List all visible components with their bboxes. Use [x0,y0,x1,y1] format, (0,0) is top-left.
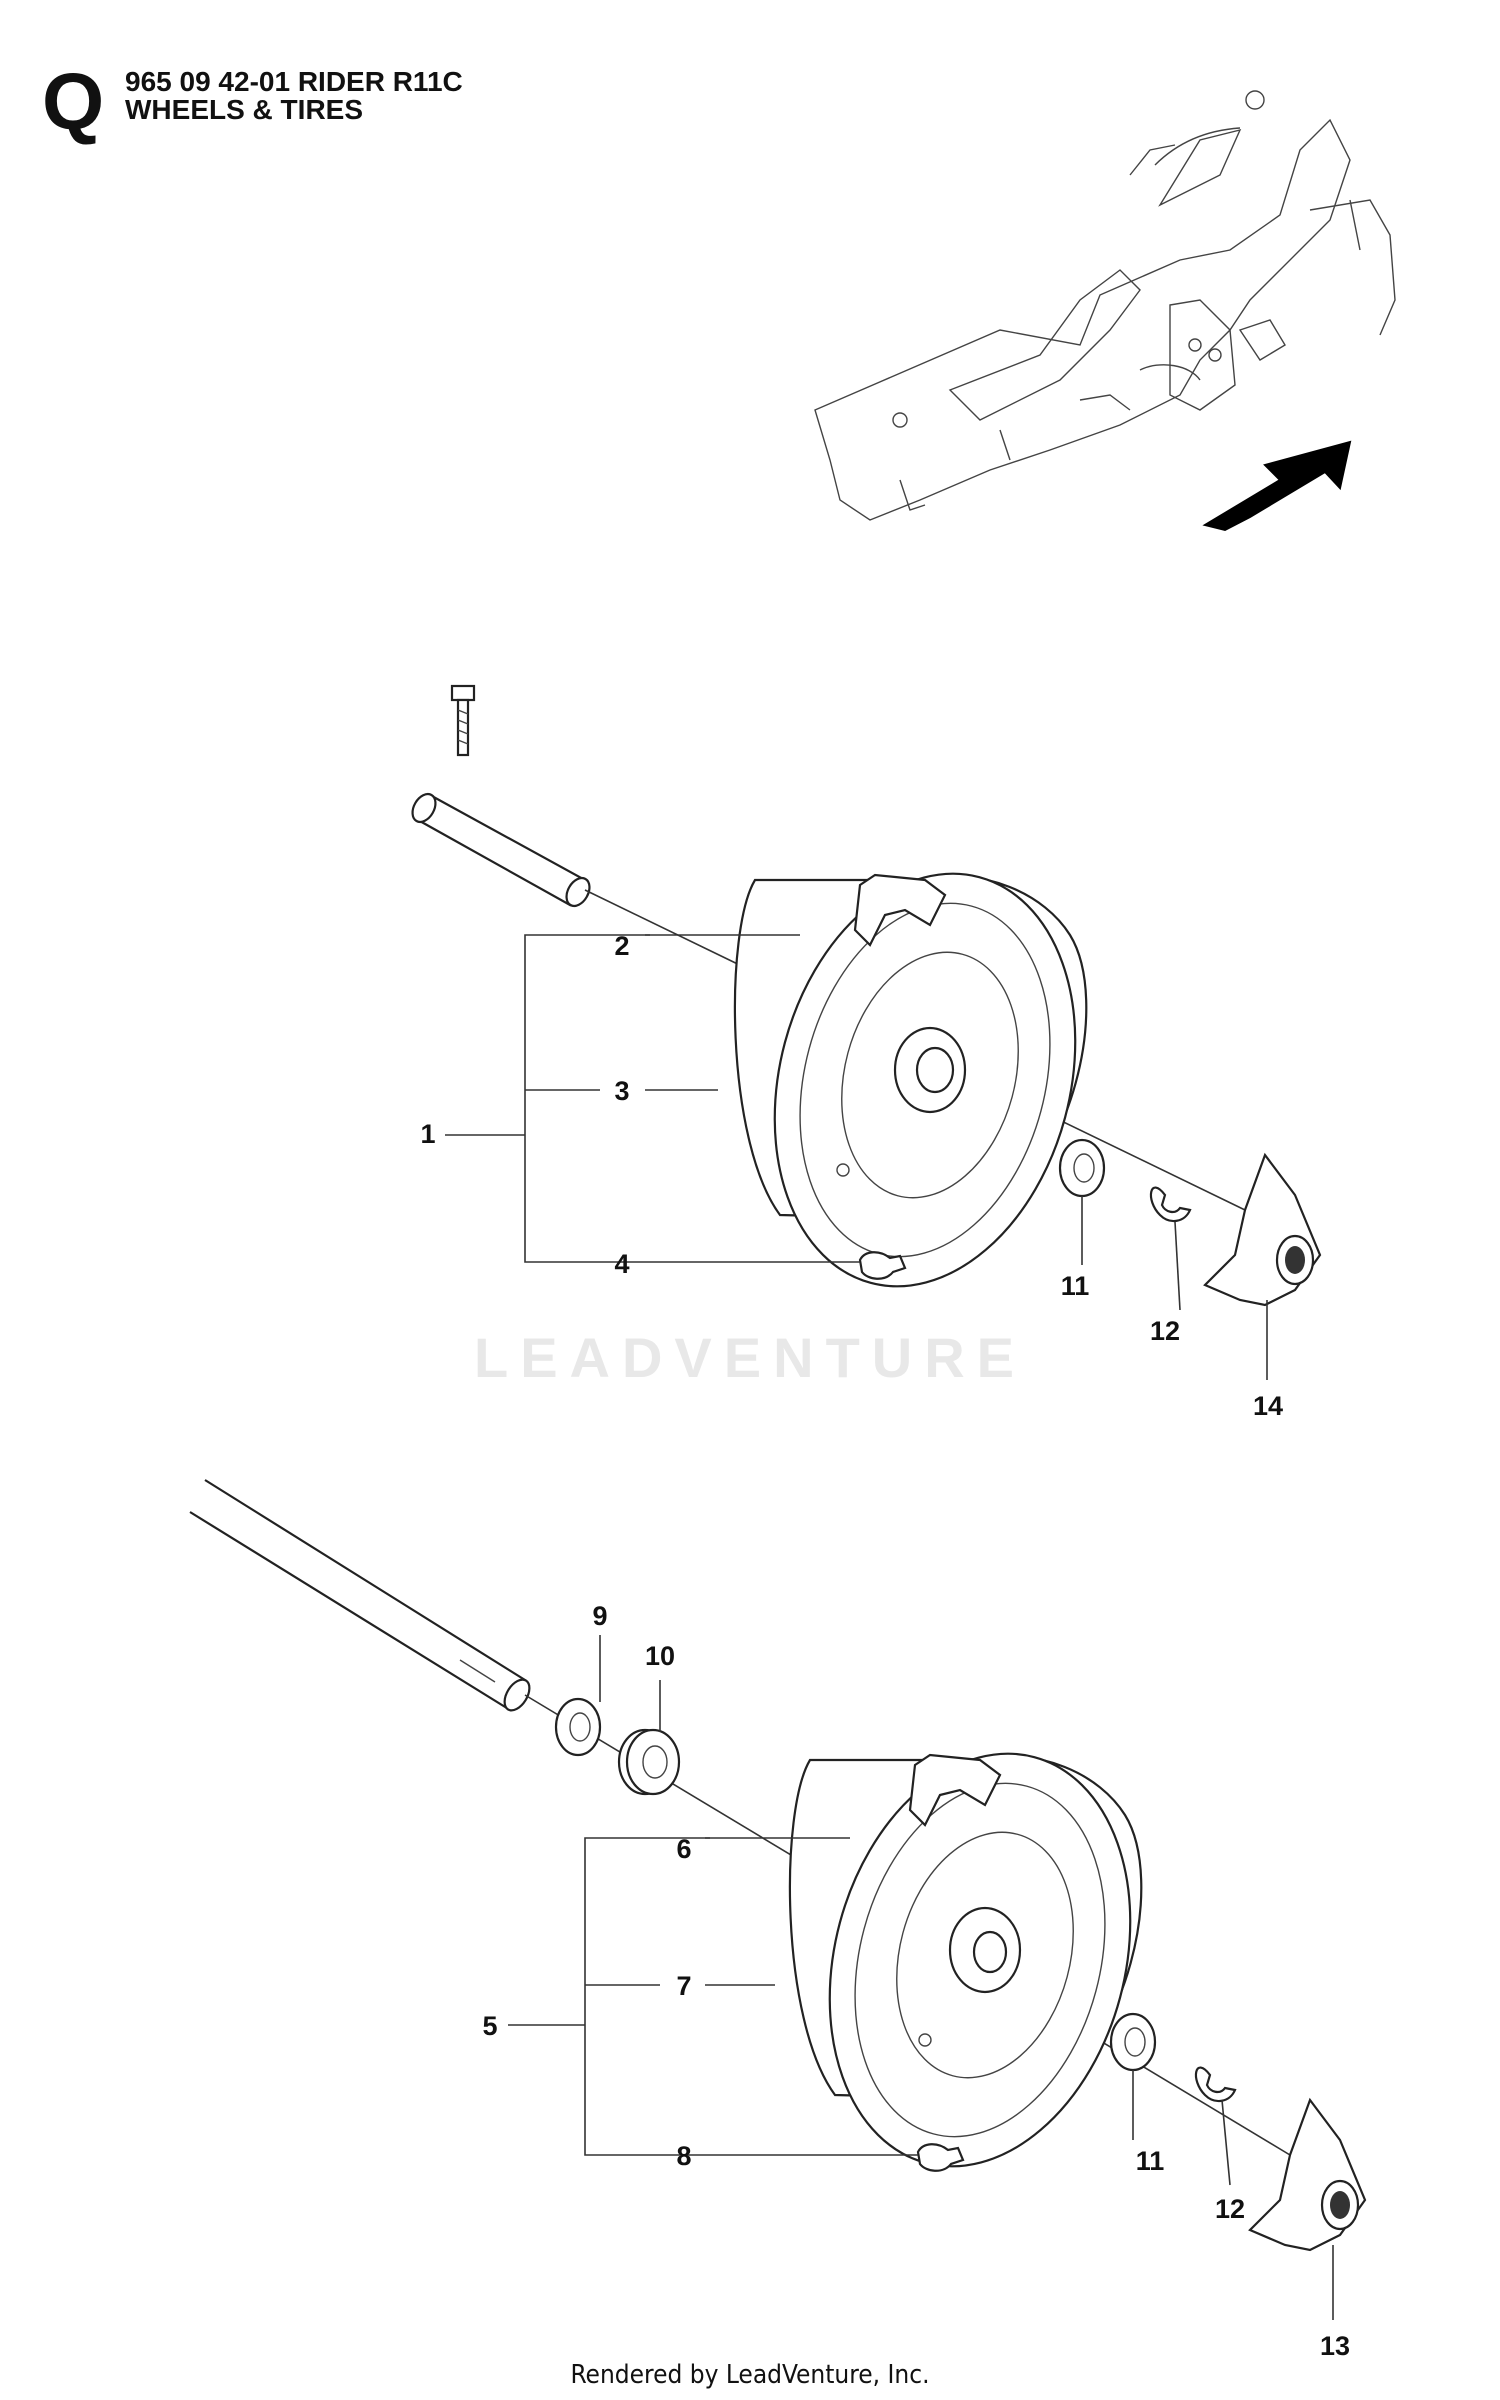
callout-14: 14 [1253,1391,1283,1421]
valve-icon [858,1251,907,1280]
callout-9: 9 [592,1601,607,1631]
callout-13: 13 [1320,2331,1350,2361]
wheel-icon [733,872,1088,1288]
hub-cap-icon [1248,2097,1367,2252]
valve-icon [916,2143,965,2172]
washer-icon [554,1697,602,1757]
callout-8: 8 [676,2141,691,2171]
washer-icon [1109,2012,1157,2072]
wheel-icon [788,1752,1143,2168]
callout-7: 7 [676,1971,691,2001]
frame-overview-icon [814,90,1396,521]
section-letter: Q [42,57,105,146]
callout-5: 5 [482,2011,497,2041]
callout-3: 3 [614,1076,629,1106]
callout-10: 10 [645,1641,675,1671]
clip-icon [1194,2066,1237,2103]
bolt-icon [450,684,476,757]
axle-icon [411,792,591,908]
washer-icon [617,1728,681,1796]
washer-icon [1058,1138,1106,1198]
callout-2: 2 [614,931,629,961]
callout-12-lower: 12 [1215,2194,1245,2224]
direction-arrow-icon [1202,440,1352,532]
callout-11-upper: 11 [1061,1271,1090,1301]
model-title: 965 09 42-01 RIDER R11C [125,66,463,97]
callout-11-lower: 11 [1136,2146,1165,2176]
callout-4: 4 [614,1249,629,1279]
clip-icon [1149,1186,1192,1223]
section-title: WHEELS & TIRES [125,94,364,125]
callout-12-upper: 12 [1150,1316,1180,1346]
callout-6: 6 [676,1834,691,1864]
hub-cap-icon [1203,1152,1322,1307]
axle-icon [189,1479,531,1712]
watermark: LEADVENTURE [473,1326,1027,1389]
callout-1: 1 [420,1119,435,1149]
footer-credit: Rendered by LeadVenture, Inc. [570,2360,930,2390]
